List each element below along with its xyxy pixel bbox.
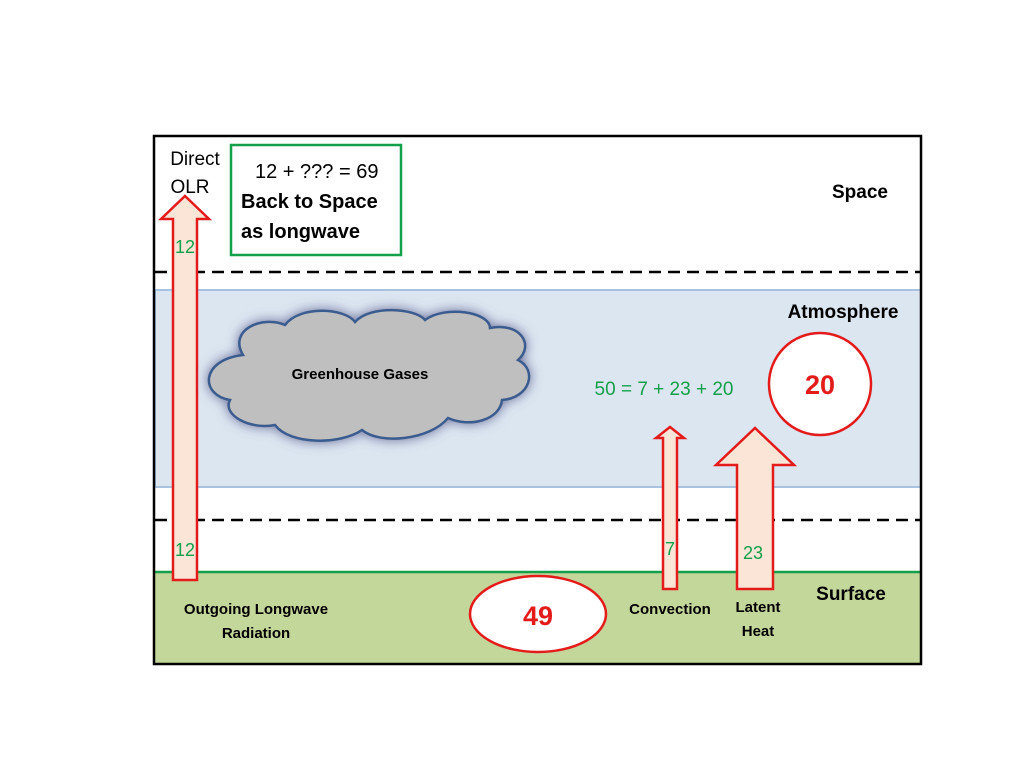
convection-arrow	[652, 425, 688, 591]
convection-label: Convection	[629, 601, 711, 618]
atmosphere-equation: 50 = 7 + 23 + 20	[595, 379, 734, 400]
surface-label: Surface	[816, 584, 886, 605]
latent-heat-label-line2: Heat	[742, 623, 775, 640]
back-to-space-box	[229, 143, 403, 257]
diagram-frame	[152, 134, 923, 666]
direct-olr-label-line2: OLR	[170, 177, 209, 198]
atmosphere-value: 20	[805, 370, 835, 400]
equation-box-line1: 12 + ??? = 69	[255, 161, 378, 183]
olr-arrow	[157, 194, 213, 582]
surface-value-ellipse	[468, 574, 608, 654]
space-label: Space	[832, 182, 888, 203]
surface-value: 49	[523, 601, 553, 631]
latent-heat-label-line1: Latent	[736, 599, 781, 616]
olr-value-bottom: 12	[175, 540, 195, 560]
equation-box-line3: as longwave	[241, 221, 360, 243]
direct-olr-label-line1: Direct	[170, 149, 220, 170]
atmosphere-value-circle	[767, 331, 873, 437]
equation-box-line2: Back to Space	[241, 191, 378, 213]
outgoing-longwave-label-line2: Radiation	[222, 625, 290, 642]
convection-value: 7	[665, 539, 675, 559]
greenhouse-gases-label: Greenhouse Gases	[292, 366, 429, 383]
olr-value-top: 12	[175, 237, 195, 257]
atmosphere-label: Atmosphere	[788, 302, 899, 323]
latent-heat-arrow	[712, 426, 798, 591]
greenhouse-cloud	[207, 308, 531, 442]
latent-value: 23	[743, 543, 763, 563]
outgoing-longwave-label-line1: Outgoing Longwave	[184, 601, 328, 618]
